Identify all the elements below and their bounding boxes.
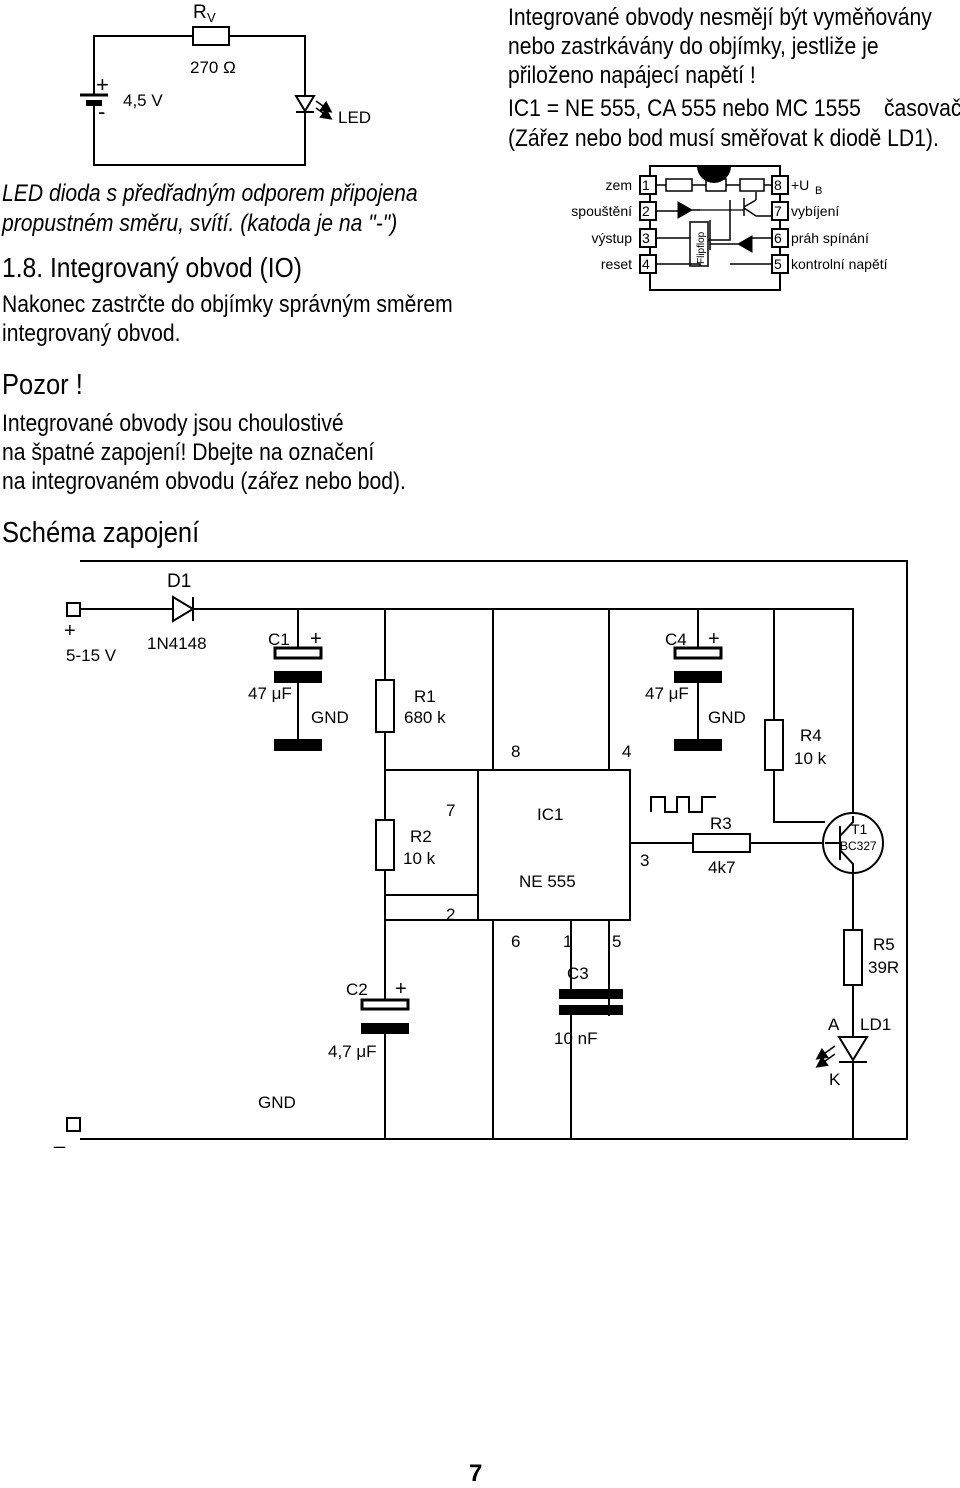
pin-8-number: 8 bbox=[774, 177, 782, 193]
pozor-title: Pozor ! bbox=[2, 369, 83, 401]
r2-label: R2 bbox=[410, 827, 432, 846]
warning-line-3: přiloženo napájecí napětí ! bbox=[508, 62, 756, 89]
pin-2-label: spouštění bbox=[571, 203, 632, 219]
pin-3-label: výstup bbox=[592, 230, 633, 246]
rv-value: 270 Ω bbox=[190, 58, 236, 77]
r3-value: 4k7 bbox=[708, 858, 735, 877]
led-label: LED bbox=[338, 108, 371, 127]
section-body-line-1: Nakonec zastrčte do objímky správným smě… bbox=[2, 291, 453, 318]
gnd-2: GND bbox=[708, 708, 746, 727]
battery-minus: - bbox=[98, 99, 105, 124]
pin-1-label: zem bbox=[606, 177, 632, 193]
r4-value: 10 k bbox=[794, 749, 827, 768]
c3-label: C3 bbox=[567, 964, 589, 983]
supply-minus: _ bbox=[53, 1127, 66, 1149]
c3-value: 10 nF bbox=[554, 1029, 597, 1048]
pozor-line-3: na integrovaném obvodu (zářez nebo bod). bbox=[2, 468, 406, 495]
ic1-part: NE 555 bbox=[519, 872, 576, 891]
rv-label: R bbox=[193, 2, 207, 23]
pin-7-label: vybíjení bbox=[791, 203, 839, 219]
pin-5-number: 5 bbox=[774, 256, 782, 272]
r1-label: R1 bbox=[414, 687, 436, 706]
r1-value: 680 k bbox=[404, 708, 446, 727]
r5-value: 39R bbox=[868, 958, 899, 977]
ic-pin-8: 8 bbox=[511, 742, 520, 761]
pozor-line-1: Integrované obvody jsou choulostivé bbox=[2, 410, 344, 437]
section-heading: 1.8. Integrovaný obvod (IO) bbox=[2, 252, 302, 283]
c4-label: C4 bbox=[665, 630, 687, 649]
c2-value: 4,7 μF bbox=[328, 1042, 377, 1061]
pin-4-label: reset bbox=[601, 256, 632, 272]
gnd-1: GND bbox=[311, 708, 349, 727]
c1-label: C1 bbox=[268, 630, 290, 649]
supply-plus: + bbox=[64, 620, 76, 642]
c4-plus: + bbox=[708, 628, 720, 650]
ld1-label: LD1 bbox=[860, 1015, 891, 1034]
r2-value: 10 k bbox=[403, 849, 436, 868]
ic-pin-1: 1 bbox=[563, 932, 572, 951]
led-circuit bbox=[80, 26, 333, 166]
battery-plus: + bbox=[96, 72, 109, 97]
d1-part: 1N4148 bbox=[147, 634, 207, 653]
ic-pin-5: 5 bbox=[612, 932, 621, 951]
chip-notch bbox=[696, 165, 732, 183]
c4-value: 47 μF bbox=[645, 684, 689, 703]
gnd-3: GND bbox=[258, 1093, 296, 1112]
d1-label: D1 bbox=[167, 571, 191, 592]
c2-label: C2 bbox=[346, 980, 368, 999]
ic-pin-2: 2 bbox=[446, 905, 455, 924]
supply-voltage: 5-15 V bbox=[66, 646, 117, 665]
pin-5-label: kontrolní napětí bbox=[791, 256, 888, 272]
led-caption-line-1: LED dioda s předřadným odporem připojena bbox=[2, 180, 418, 207]
warning-line-2: nebo zastrkávány do objímky, jestliže je bbox=[508, 33, 879, 60]
ld1-cathode: K bbox=[829, 1070, 841, 1089]
ic-pin-3: 3 bbox=[640, 851, 649, 870]
r3-label: R3 bbox=[710, 814, 732, 833]
c1-value: 47 μF bbox=[248, 684, 292, 703]
ic-pin-6: 6 bbox=[511, 932, 520, 951]
rv-subscript: V bbox=[207, 10, 216, 25]
ld1-anode: A bbox=[828, 1015, 840, 1034]
ic-info-line-2: (Zářez nebo bod musí směřovat k diodě LD… bbox=[508, 125, 939, 152]
flipflop-label: Flipflop bbox=[696, 231, 707, 264]
section-body-line-2: integrovaný obvod. bbox=[2, 320, 181, 347]
ic-pin-7: 7 bbox=[446, 801, 455, 820]
t1-part: BC327 bbox=[840, 839, 877, 853]
c2-plus: + bbox=[395, 978, 407, 1000]
pin-8-subscript: B bbox=[815, 185, 822, 197]
ic-pin-4: 4 bbox=[622, 742, 631, 761]
r4-label: R4 bbox=[800, 726, 822, 745]
pin-3-number: 3 bbox=[642, 230, 650, 246]
schematic-title: Schéma zapojení bbox=[2, 517, 200, 549]
page-number: 7 bbox=[469, 1460, 483, 1487]
pinout-chip bbox=[639, 165, 789, 291]
pozor-line-2: na špatné zapojení! Dbejte na označení bbox=[2, 439, 375, 466]
pin-6-number: 6 bbox=[774, 230, 782, 246]
pin-8-label: +U bbox=[791, 177, 809, 193]
led-symbol bbox=[294, 95, 333, 120]
rv-resistor bbox=[192, 26, 230, 46]
pin-1-number: 1 bbox=[642, 177, 650, 193]
t1-label: T1 bbox=[851, 821, 868, 837]
ic-info-timer: časovač bbox=[884, 95, 960, 122]
pin-2-number: 2 bbox=[642, 203, 650, 219]
pin-4-number: 4 bbox=[642, 256, 650, 272]
led-caption-line-2: propustném směru, svítí. (katoda je na "… bbox=[2, 210, 398, 237]
ic1-label: IC1 bbox=[537, 805, 563, 824]
schematic-wires bbox=[66, 560, 908, 1140]
battery-voltage: 4,5 V bbox=[123, 91, 163, 110]
r5-label: R5 bbox=[873, 935, 895, 954]
pin-7-number: 7 bbox=[774, 203, 782, 219]
ic-info-line-1: IC1 = NE 555, CA 555 nebo MC 1555 bbox=[508, 95, 861, 122]
warning-line-1: Integrované obvody nesmějí být vyměňován… bbox=[508, 4, 932, 31]
pin-6-label: práh spínání bbox=[791, 230, 869, 246]
c1-plus: + bbox=[310, 628, 322, 650]
